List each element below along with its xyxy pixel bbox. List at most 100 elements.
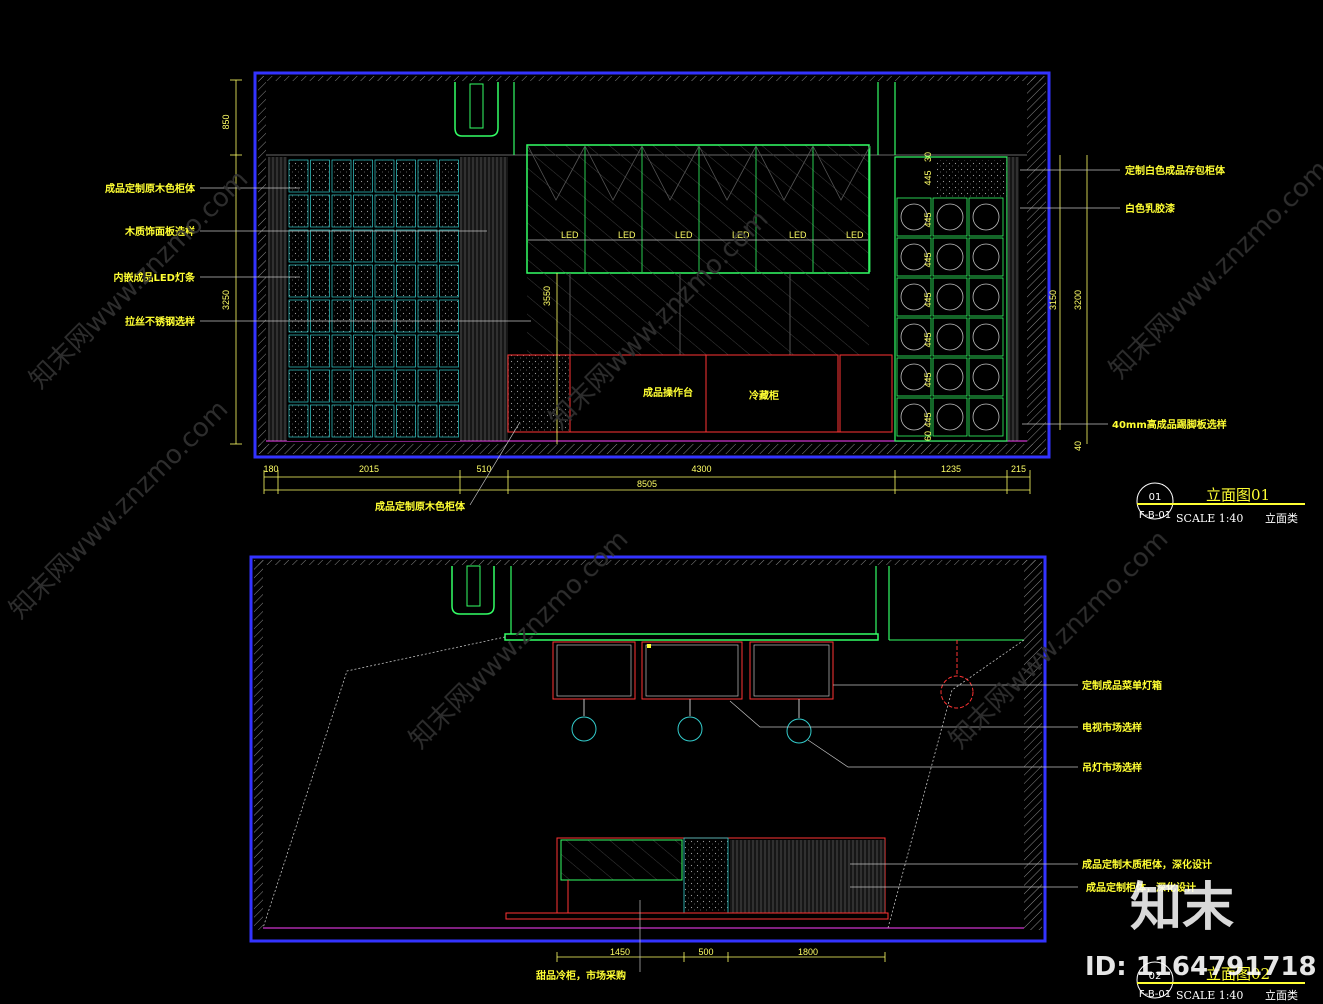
locker-hole (900, 323, 928, 351)
grid-cell (310, 229, 330, 263)
grid-cell (417, 159, 438, 193)
label-right-1: 白色乳胶漆 (1125, 202, 1175, 215)
grid-cell (288, 404, 309, 438)
title-ref-01: F-B-01 (1139, 510, 1171, 521)
elev2-dimension-lines (556, 952, 886, 962)
locker-hole (936, 363, 964, 391)
title-01: 立面图01 (1206, 486, 1270, 504)
cabinet-door-swing (812, 145, 871, 201)
menu-lightbox-marker (647, 644, 651, 648)
elev2-leaders (639, 684, 1078, 972)
elev1-lockers (896, 197, 1004, 437)
elev1-upper-cabinet (526, 144, 870, 274)
locker-cell (896, 237, 932, 277)
elev2-guide-left (262, 636, 506, 929)
locker-dim-6: 445 (923, 372, 933, 387)
dim2-0: 1450 (610, 947, 630, 957)
locker-cell (896, 277, 932, 317)
grid-cell (396, 404, 416, 438)
label-left-0: 成品定制原木色柜体 (105, 182, 196, 195)
led-tag: LED (618, 230, 636, 240)
menu-lightbox-3-inner (753, 644, 830, 697)
dim2-1: 500 (698, 947, 713, 957)
grid-cell (353, 369, 373, 403)
elev2-display-glass (560, 839, 683, 881)
grid-cell (417, 194, 438, 228)
grid-cell (331, 159, 352, 193)
dim-right-3200: 3200 (1073, 290, 1083, 310)
elev2-guide-right (887, 639, 1025, 929)
locker-cell (896, 317, 932, 357)
grid-cell (331, 229, 352, 263)
watermark-logo: 知末 (1130, 878, 1234, 938)
title-circle-01 (1136, 482, 1174, 520)
locker-hole (936, 243, 964, 271)
grid-cell (331, 369, 352, 403)
grid-cell (439, 369, 459, 403)
elev2-wall-outline (249, 555, 1047, 943)
label2-0: 定制成品菜单灯箱 (1082, 679, 1162, 692)
locker-cell (896, 197, 932, 237)
label-left-3: 拉丝不锈钢选样 (125, 315, 195, 328)
dim-mid-3550: 3550 (542, 286, 552, 306)
locker-dim-3: 445 (923, 252, 933, 267)
elev2-bulkhead (504, 633, 879, 641)
menu-lightbox-2 (641, 641, 743, 700)
grid-cell (374, 369, 395, 403)
label2-3: 成品定制木质柜体，深化设计 (1082, 858, 1212, 871)
scale-01: SCALE 1:40 (1176, 512, 1243, 525)
locker-dim-1: 445 (923, 170, 933, 185)
grid-cell (396, 264, 416, 298)
grid-cell (310, 369, 330, 403)
grid-cell (374, 159, 395, 193)
grid-cell (396, 194, 416, 228)
locker-hole (972, 203, 1000, 231)
locker-cell (896, 397, 932, 437)
grid-cell (288, 299, 309, 333)
locker-cell (896, 357, 932, 397)
elev1-ceiling-hatch (258, 76, 1046, 81)
locker-hole (936, 203, 964, 231)
locker-cell (968, 317, 1004, 357)
grid-cell (331, 194, 352, 228)
locker-hole (936, 403, 964, 431)
grid-cell (331, 334, 352, 368)
label2-bottom: 甜品冷柜，市场采购 (536, 969, 626, 982)
grid-cell (288, 229, 309, 263)
grid-cell (396, 229, 416, 263)
locker-cell (932, 317, 968, 357)
grid-cell (439, 229, 459, 263)
elev1-back-wall (527, 273, 869, 355)
locker-dim-0: 30 (923, 152, 933, 162)
grid-cell (439, 194, 459, 228)
grid-cell (396, 299, 416, 333)
led-tag: LED (675, 230, 693, 240)
grid-cell (439, 299, 459, 333)
label-left-1: 木质饰面板选样 (124, 225, 195, 238)
grid-cell (331, 299, 352, 333)
grid-cell (353, 334, 373, 368)
grid-cell (374, 334, 395, 368)
grid-cell (331, 404, 352, 438)
locker-hole (900, 203, 928, 231)
grid-cell (417, 369, 438, 403)
title-ref-02: F-B-01 (1139, 989, 1171, 1000)
elev1-cabinet-grid (288, 159, 459, 438)
grid-cell (439, 404, 459, 438)
locker-dim-5: 445 (923, 332, 933, 347)
locker-cell (968, 277, 1004, 317)
title-number-01: 01 (1149, 492, 1162, 503)
grid-cell (417, 264, 438, 298)
locker-cell (968, 237, 1004, 277)
dim-top-2: 510 (476, 464, 491, 474)
elev1-duct (454, 82, 499, 137)
label-right-2: 40mm高成品踢脚板选样 (1112, 418, 1227, 431)
elev2-ceiling-hatch (254, 560, 1042, 565)
title-number-02: 02 (1149, 971, 1162, 982)
cabinet-door-swing (755, 145, 814, 201)
elev1-dim-ticks (263, 470, 1031, 494)
menu-lightbox-1-inner (556, 644, 632, 697)
grid-cell (396, 334, 416, 368)
